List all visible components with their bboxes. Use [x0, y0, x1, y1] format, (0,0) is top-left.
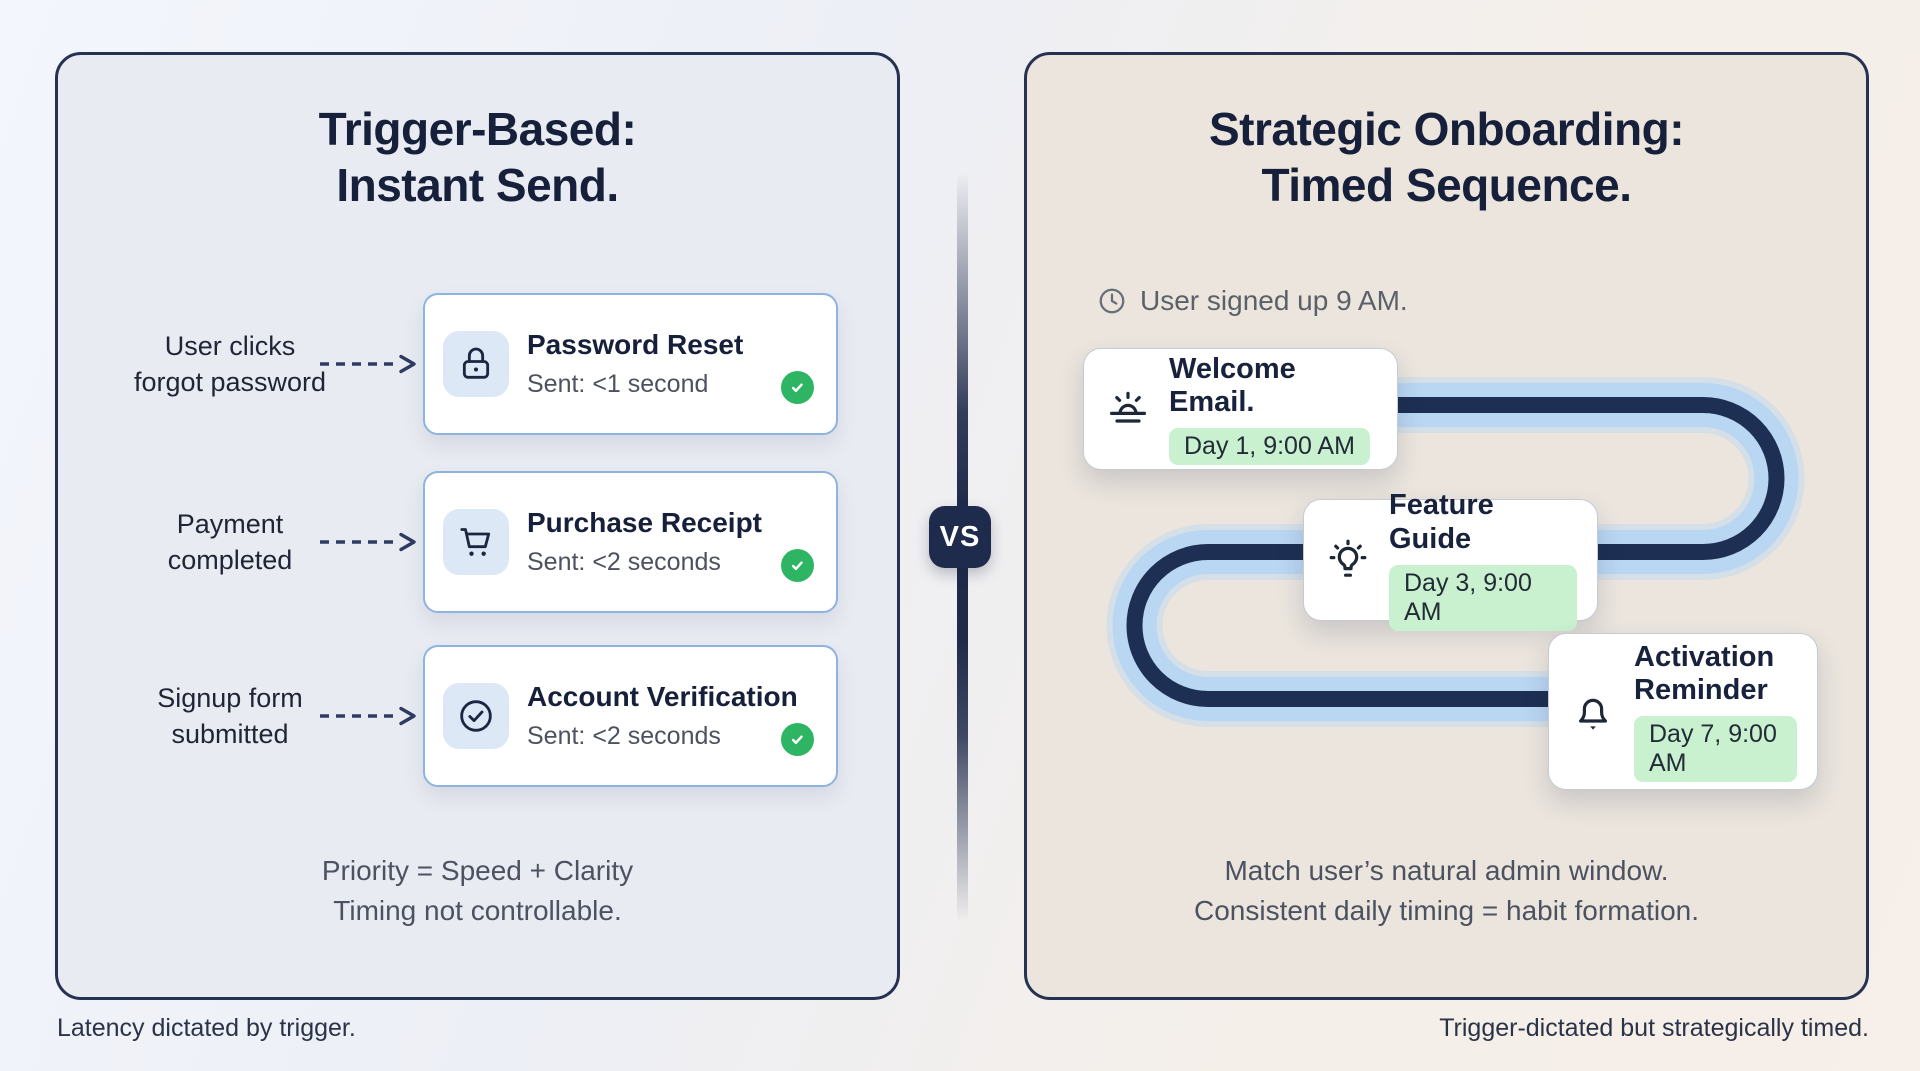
card-subtitle: Sent: <1 second: [527, 370, 709, 398]
card-account-verification: Account Verification Sent: <2 seconds: [423, 645, 838, 787]
right-title-line1: Strategic Onboarding:: [1208, 103, 1685, 155]
green-check-icon: [781, 549, 814, 582]
step-card-activation-reminder: Activation Reminder Day 7, 9:00 AM: [1548, 633, 1818, 790]
card-password-reset: Password Reset Sent: <1 second: [423, 293, 838, 435]
trigger-label-signup: Signup form submitted: [70, 680, 390, 752]
card-title: Purchase Receipt: [527, 507, 762, 538]
right-panel-footer: Match user’s natural admin window. Consi…: [1027, 851, 1866, 931]
signup-note-text: User signed up 9 AM.: [1140, 285, 1408, 316]
step-day-badge: Day 1, 9:00 AM: [1169, 428, 1370, 466]
card-purchase-receipt: Purchase Receipt Sent: <2 seconds: [423, 471, 838, 613]
right-caption: Trigger-dictated but strategically timed…: [1439, 1014, 1869, 1042]
sunrise-icon: [1110, 391, 1146, 423]
green-check-icon: [781, 371, 814, 404]
footer-line: Match user’s natural admin window.: [1224, 855, 1669, 886]
card-subtitle: Sent: <2 seconds: [527, 722, 721, 750]
left-title-line1: Trigger-Based:: [318, 103, 637, 155]
label-line: completed: [167, 545, 293, 575]
dashed-arrow-icon: [320, 706, 416, 726]
card-title: Password Reset: [527, 329, 744, 360]
footer-line: Consistent daily timing = habit formatio…: [1193, 894, 1700, 926]
label-line: Signup form: [157, 683, 303, 713]
left-panel-title: Trigger-Based: Instant Send.: [58, 101, 897, 213]
cart-icon: [443, 509, 509, 575]
left-title-line2: Instant Send.: [336, 159, 619, 212]
step-title: Feature Guide: [1389, 489, 1494, 555]
footer-line: Timing not controllable.: [333, 894, 622, 926]
step-title: Welcome Email.: [1169, 352, 1296, 418]
label-line: Payment: [176, 509, 284, 539]
signup-note: User signed up 9 AM.: [1097, 285, 1408, 317]
vs-badge: VS: [929, 506, 991, 568]
dashed-arrow-icon: [320, 532, 416, 552]
lock-icon: [443, 331, 509, 397]
bell-icon: [1579, 698, 1607, 730]
left-panel-footer: Priority = Speed + Clarity Timing not co…: [58, 851, 897, 931]
right-panel: Strategic Onboarding: Timed Sequence. Us…: [1024, 52, 1869, 1000]
lightbulb-icon: [1329, 539, 1367, 577]
step-card-feature-guide: Feature Guide Day 3, 9:00 AM: [1303, 489, 1598, 631]
green-check-icon: [781, 723, 814, 756]
card-subtitle: Sent: <2 seconds: [527, 548, 721, 576]
footer-line: Priority = Speed + Clarity: [321, 855, 634, 886]
left-panel: Trigger-Based: Instant Send. User clicks…: [55, 52, 900, 1000]
card-title: Account Verification: [527, 681, 798, 712]
dashed-arrow-icon: [320, 354, 416, 374]
right-title-line2: Timed Sequence.: [1261, 159, 1632, 212]
label-line: User clicks: [164, 331, 296, 361]
step-day-badge: Day 7, 9:00 AM: [1634, 716, 1797, 783]
step-day-badge: Day 3, 9:00 AM: [1389, 564, 1577, 631]
step-title: Activation Reminder: [1634, 640, 1775, 706]
trigger-label-payment: Payment completed: [70, 506, 390, 578]
left-caption: Latency dictated by trigger.: [57, 1014, 356, 1042]
label-line: submitted: [171, 719, 289, 749]
clock-icon: [1099, 288, 1125, 314]
trigger-label-forgot-password: User clicks forgot password: [70, 328, 390, 400]
step-card-welcome-email: Welcome Email. Day 1, 9:00 AM: [1083, 348, 1398, 470]
check-circle-icon: [443, 683, 509, 749]
right-panel-title: Strategic Onboarding: Timed Sequence.: [1027, 101, 1866, 213]
label-line: forgot password: [133, 367, 327, 397]
